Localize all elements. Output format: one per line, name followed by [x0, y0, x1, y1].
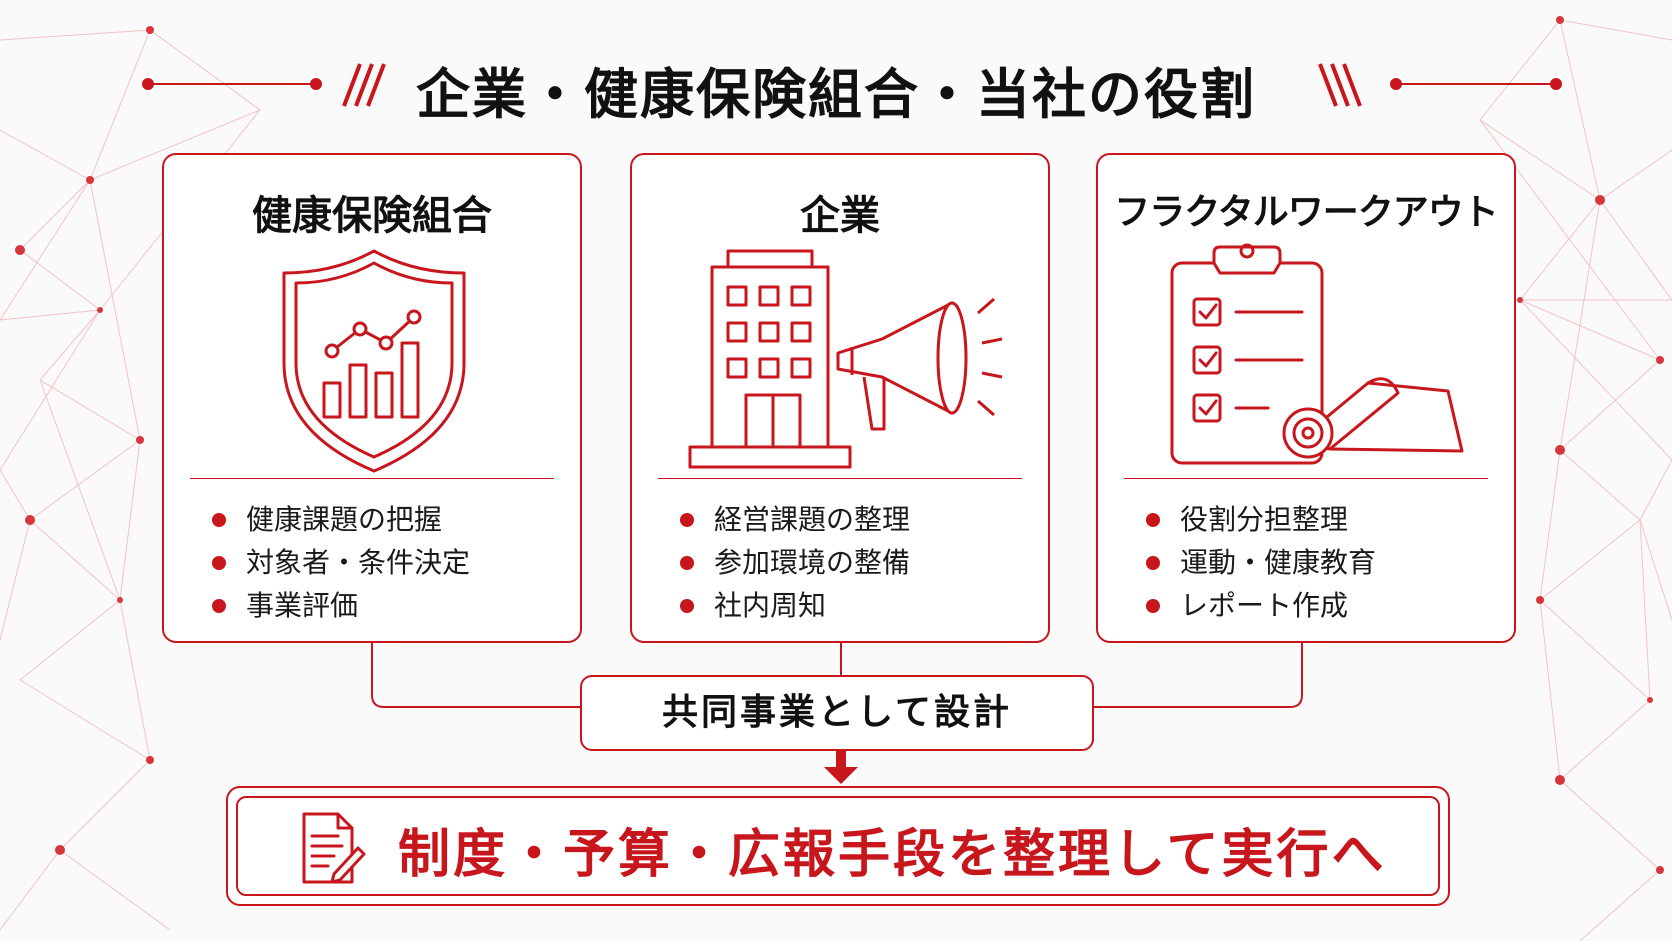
card-list: 健康課題の把握 対象者・条件決定 事業評価 — [212, 498, 470, 627]
clipboard-mat-icon — [1170, 243, 1464, 465]
list-item: 健康課題の把握 — [212, 498, 470, 541]
card-title: 健康保険組合 — [252, 193, 492, 239]
title-line-left — [148, 83, 316, 85]
bullet-icon — [1146, 513, 1160, 527]
slash-decoration-right — [1318, 63, 1362, 107]
bullet-icon — [680, 556, 694, 570]
bullet-icon — [680, 599, 694, 613]
result-label: 制度・予算・広報手段を整理して実行へ — [398, 825, 1387, 885]
card-company: 企業 経営課題の整理 参加環境の整備 社内周知 — [630, 153, 1050, 643]
list-item: 参加環境の整備 — [680, 541, 910, 584]
title-dot-left-inner — [310, 78, 322, 90]
list-item: 運動・健康教育 — [1146, 541, 1376, 584]
list-item: 役割分担整理 — [1146, 498, 1376, 541]
document-pen-icon — [302, 812, 366, 884]
card-divider — [190, 478, 554, 479]
list-item-label: 対象者・条件決定 — [246, 546, 471, 579]
list-item: 経営課題の整理 — [680, 498, 910, 541]
card-title: フラクタルワークアウト — [1114, 192, 1499, 233]
title-dot-right — [1550, 78, 1562, 90]
bullet-icon — [212, 556, 226, 570]
list-item-label: 運動・健康教育 — [1180, 546, 1377, 579]
result-box-inner: 制度・予算・広報手段を整理して実行へ — [236, 796, 1440, 896]
list-item-label: 社内周知 — [714, 589, 827, 622]
card-fractal-workout: フラクタルワークアウト 役割分担整理 運動・健康教育 レポート作成 — [1096, 153, 1516, 643]
list-item: レポート作成 — [1146, 584, 1376, 627]
result-box: 制度・予算・広報手段を整理して実行へ — [226, 786, 1450, 906]
bullet-icon — [212, 599, 226, 613]
joint-design-box: 共同事業として設計 — [580, 675, 1094, 751]
slash-decoration-left — [342, 63, 386, 107]
list-item: 事業評価 — [212, 584, 470, 627]
bullet-icon — [212, 513, 226, 527]
card-divider — [658, 478, 1022, 479]
card-health-insurance: 健康保険組合 健康課題の把握 対象者・条件決定 事業評価 — [162, 153, 582, 643]
card-title: 企業 — [800, 193, 880, 239]
title-line-right — [1396, 83, 1556, 85]
list-item-label: レポート作成 — [1180, 589, 1349, 622]
card-list: 経営課題の整理 参加環境の整備 社内周知 — [680, 498, 910, 627]
card-divider — [1124, 478, 1488, 479]
list-item-label: 参加環境の整備 — [714, 546, 911, 579]
card-list: 役割分担整理 運動・健康教育 レポート作成 — [1146, 498, 1376, 627]
list-item-label: 経営課題の整理 — [714, 503, 911, 536]
list-item-label: 事業評価 — [246, 589, 359, 622]
page-title: 企業・健康保険組合・当社の役割 — [416, 63, 1256, 126]
shield-chart-icon — [282, 249, 466, 473]
building-megaphone-icon — [688, 249, 1003, 469]
list-item: 対象者・条件決定 — [212, 541, 470, 584]
title-row: 企業・健康保険組合・当社の役割 — [0, 40, 1672, 130]
list-item-label: 役割分担整理 — [1180, 503, 1349, 536]
list-item-label: 健康課題の把握 — [246, 503, 443, 536]
bullet-icon — [1146, 556, 1160, 570]
bullet-icon — [1146, 599, 1160, 613]
bullet-icon — [680, 513, 694, 527]
list-item: 社内周知 — [680, 584, 910, 627]
